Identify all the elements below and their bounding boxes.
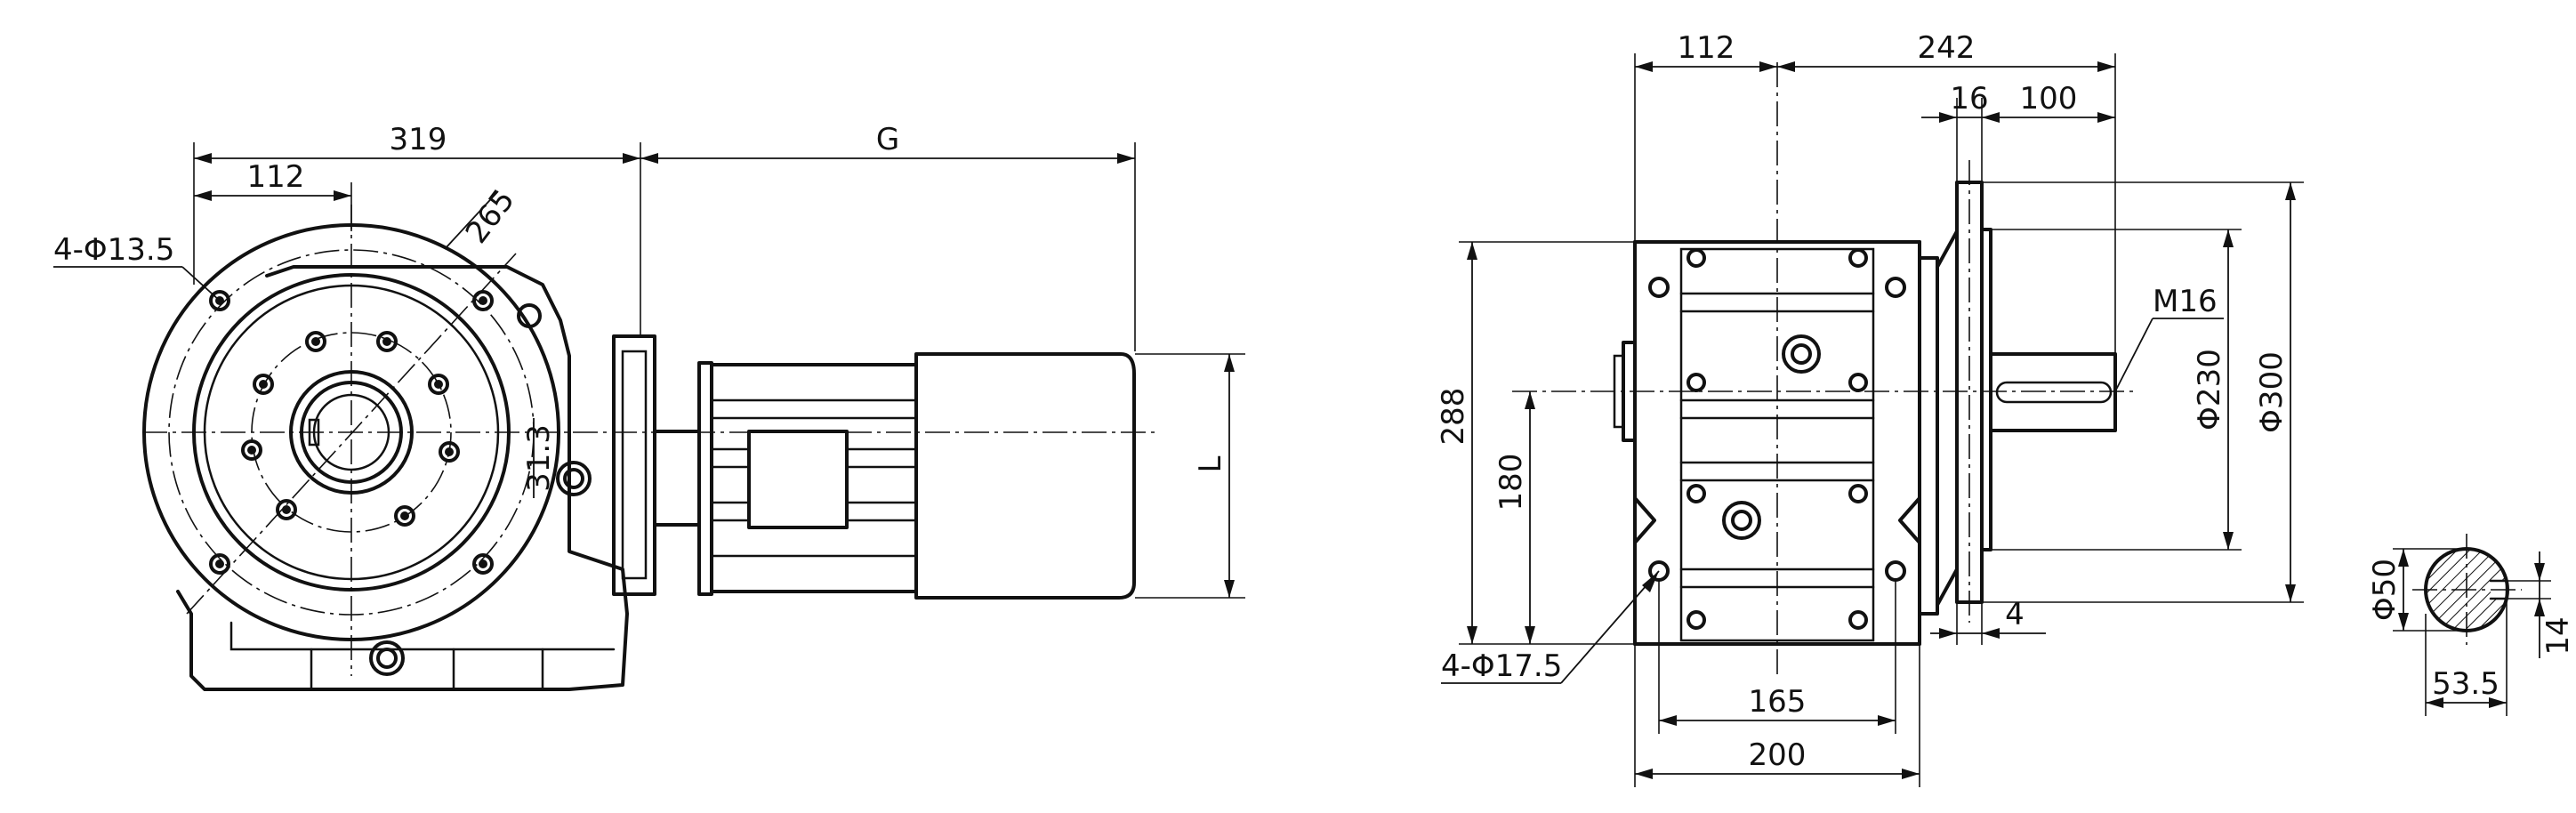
thread-M16: M16 xyxy=(2153,284,2218,319)
fan-cover xyxy=(914,352,1136,600)
dim-180: 180 xyxy=(1493,454,1529,511)
shaft-section: Φ50 14 53.5 xyxy=(2367,534,2576,716)
dim-112-left: 112 xyxy=(247,159,305,195)
motor-flange xyxy=(612,334,656,596)
dim-242: 242 xyxy=(1918,30,1976,66)
holes-left-label: 4-Φ13.5 xyxy=(53,232,174,268)
output-shaft xyxy=(1989,352,2117,432)
dim-265: 265 xyxy=(459,182,522,250)
dim-4: 4 xyxy=(2005,597,2025,632)
dim-200: 200 xyxy=(1749,737,1807,773)
dim-53-5: 53.5 xyxy=(2432,666,2500,702)
dim-14: 14 xyxy=(2540,616,2576,655)
terminal-box xyxy=(747,430,849,529)
bolt-holes-inner xyxy=(241,331,460,527)
side-view: 319 112 G 265 31.3 L 4-Φ13.5 xyxy=(53,122,1245,691)
dim-phi50: Φ50 xyxy=(2367,559,2403,621)
dim-G: G xyxy=(876,122,899,157)
dim-31-3: 31.3 xyxy=(521,424,557,492)
dim-16: 16 xyxy=(1950,81,1988,117)
dim-phi230: Φ230 xyxy=(2192,349,2227,431)
dim-165: 165 xyxy=(1749,684,1807,720)
dim-319: 319 xyxy=(390,122,447,157)
dim-288: 288 xyxy=(1436,388,1471,446)
holes-right-label: 4-Φ17.5 xyxy=(1441,648,1562,684)
dim-phi300: Φ300 xyxy=(2254,351,2290,433)
dim-112-right: 112 xyxy=(1678,30,1735,66)
dim-L: L xyxy=(1193,455,1228,472)
dim-100: 100 xyxy=(2020,81,2078,117)
front-view: 112 242 16 100 M16 Φ230 Φ300 xyxy=(1436,30,2304,787)
